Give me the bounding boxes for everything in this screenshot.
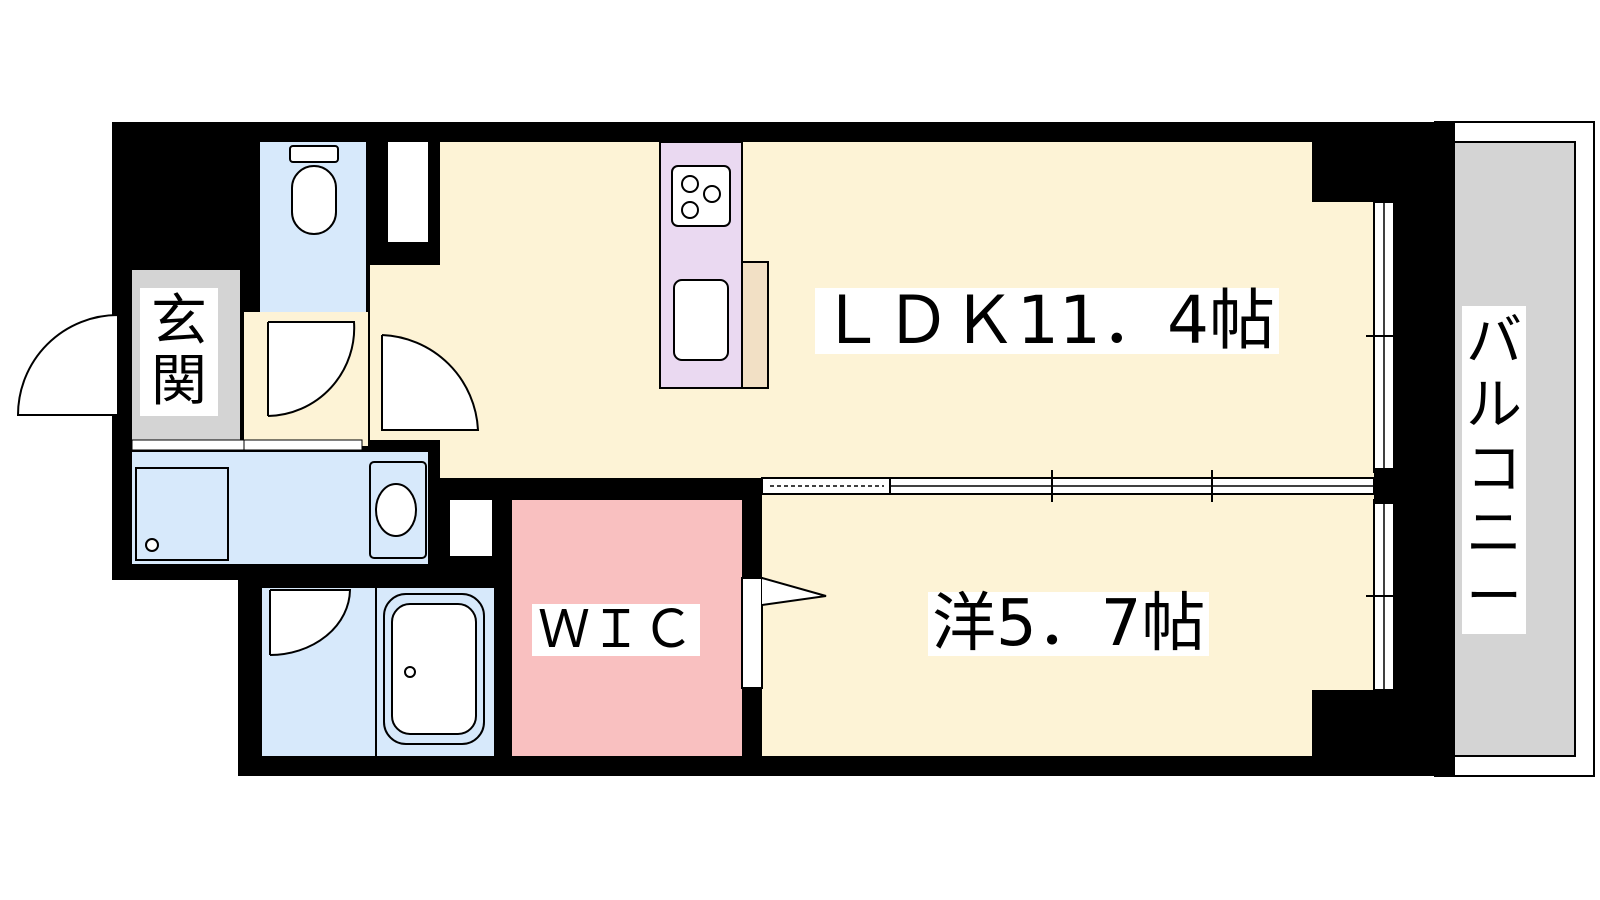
balcony-label-char: バ <box>1466 309 1522 374</box>
floors <box>132 142 1375 756</box>
balcony-label-char: ニ <box>1466 501 1522 566</box>
washroom-fixtures <box>135 461 427 561</box>
sink <box>673 279 729 361</box>
stove-burner <box>681 175 699 193</box>
stove <box>671 165 731 227</box>
balcony-label-char: ル <box>1466 373 1522 438</box>
balcony-label-char: ー <box>1466 565 1522 630</box>
entrance-label-char: 玄 <box>151 289 207 354</box>
stove-burner <box>703 185 721 203</box>
entrance-label-char: 関 <box>151 349 207 414</box>
entrance-sill <box>131 439 245 451</box>
wic-label: ＷＩＣ <box>532 604 701 656</box>
balcony-windows <box>1366 201 1402 691</box>
toilet-door <box>267 321 356 417</box>
western-room-label: 洋5．7帖 <box>928 592 1210 656</box>
western-room-door-swing <box>761 577 827 606</box>
doors <box>16 314 827 689</box>
balcony-label-char: コ <box>1466 437 1522 502</box>
balcony-label: バルコニー <box>1462 306 1526 634</box>
corner-pillar-bottom <box>1312 690 1394 756</box>
entrance-label: 玄関 <box>140 288 218 416</box>
kitchen-side-counter <box>741 261 769 389</box>
window-mullion <box>1374 468 1394 504</box>
ldk-label: ＬＤＫ11．4帖 <box>815 288 1279 354</box>
kitchen <box>659 141 769 389</box>
entrance-door <box>16 314 119 416</box>
toilet-bowl <box>291 165 337 235</box>
bathtub-drain <box>404 666 416 678</box>
washbasin <box>375 483 417 537</box>
bathtub-inner <box>391 603 477 735</box>
closet-floor <box>388 142 428 242</box>
bathtub <box>375 588 485 756</box>
stove-burner <box>681 201 699 219</box>
bath-door <box>269 589 352 656</box>
western-room-door-frame <box>741 577 763 689</box>
washroom-door <box>243 439 363 451</box>
ldk-door <box>381 334 480 431</box>
toilet-tank <box>289 145 339 163</box>
toilet-fixture <box>289 145 339 235</box>
drain <box>145 538 159 552</box>
small-closet-floor <box>450 500 492 556</box>
corner-pillar-top <box>1312 142 1394 202</box>
